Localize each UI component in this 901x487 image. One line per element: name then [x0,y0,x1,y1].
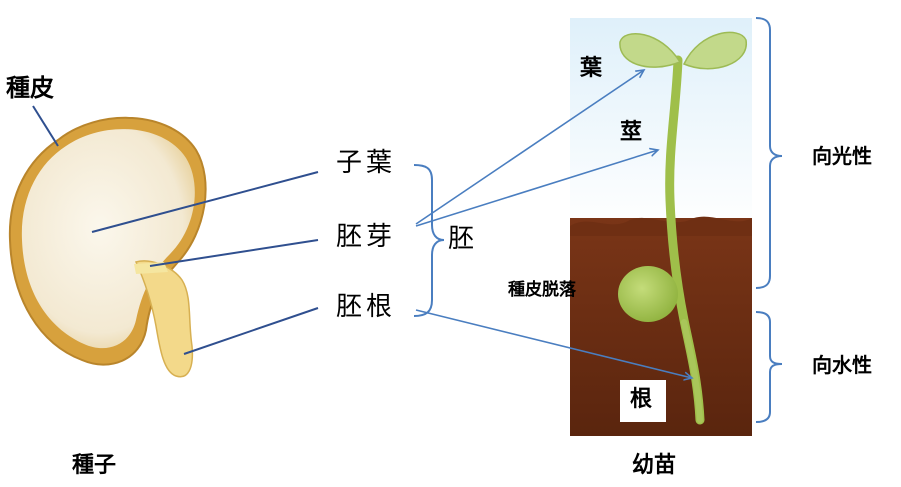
root-label: 根 [630,387,653,412]
radicle-shape [134,260,194,378]
coat-falls-off-label: 種皮脱落 [508,280,576,300]
soil-surface [570,216,752,236]
embryo-brace [413,164,445,317]
seed-label: 種子 [72,453,117,478]
stem-label: 莖 [620,120,643,145]
radicle-label: 胚根 [336,292,397,322]
radicle-leader [183,307,319,355]
embryo-label: 胚 [448,224,475,254]
radicle-to-root-arrow [415,309,692,378]
hydrotropism-brace [755,311,783,423]
seedling-label: 幼苗 [632,453,677,478]
right-leaf [682,31,747,70]
seed-interior [21,129,195,349]
leaf-label: 葉 [580,56,603,81]
seed-leader-lines [32,105,319,355]
plumule-to-leaf-arrow [415,70,644,225]
development-arrows [415,70,692,378]
phototropism-brace [755,17,783,289]
plumule-label: 胚芽 [336,222,397,252]
cotyledon-label: 子葉 [336,148,397,178]
left-leaf [619,33,682,68]
plumule-to-stem-arrow [415,150,658,227]
root-shape [681,319,703,423]
root-label-box [620,380,666,422]
cotyledon-leader [91,171,319,233]
cotyledon-bean [618,266,678,322]
seed-illustration [8,116,207,378]
seed-coat-label: 種皮 [6,74,54,102]
seed-coat-leader [32,105,59,147]
phototropism-label: 向光性 [812,144,872,168]
hydrotropism-label: 向水性 [812,353,872,377]
plumule-leader [149,239,319,267]
